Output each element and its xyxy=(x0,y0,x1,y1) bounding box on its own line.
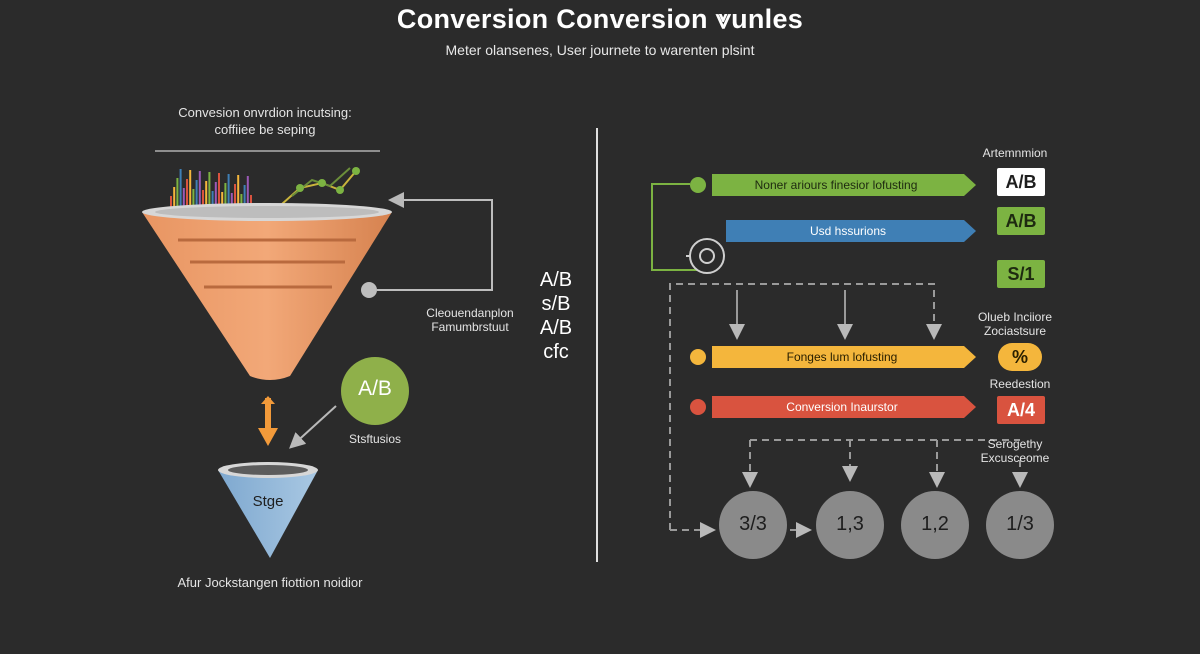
mini-bar xyxy=(240,194,243,208)
mini-bar xyxy=(214,182,217,208)
side-note: Cleouendanplon Famumbrstuut xyxy=(410,306,530,334)
mini-bar xyxy=(202,190,204,208)
mini-bar-chart xyxy=(170,169,252,208)
badge-2: A/B xyxy=(997,207,1045,235)
badge-4: % xyxy=(998,343,1042,371)
mini-bar xyxy=(208,172,211,208)
side-note-line2: Famumbrstuut xyxy=(431,320,509,334)
seg-label-line2: Excusceome xyxy=(980,451,1050,465)
middle-stack: A/B s/B A/B cfc xyxy=(520,268,592,364)
middle-stack-item: A/B xyxy=(539,317,573,339)
mini-bar xyxy=(246,176,249,208)
mini-bar xyxy=(198,171,201,208)
mini-bar xyxy=(192,189,195,208)
middle-stack-item: A/B xyxy=(539,269,573,291)
chart-caption-line2: coffiiee be seping xyxy=(214,122,316,137)
mini-bar xyxy=(176,178,179,208)
stage-arrow xyxy=(712,174,976,196)
mini-bar xyxy=(224,183,227,208)
mini-bar xyxy=(230,193,233,208)
result-circle-3 xyxy=(901,491,969,559)
badge-3: S/1 xyxy=(997,260,1045,288)
top-label: Artemnmion xyxy=(982,146,1048,160)
middle-stack-item: s/B xyxy=(541,293,571,315)
stage-arrow xyxy=(712,396,976,418)
middle-stack-item: cfc xyxy=(543,341,569,363)
chart-caption-line1: Convesion onvrdion incutsing: xyxy=(178,105,352,120)
stage-arrows xyxy=(690,174,976,418)
mini-bar xyxy=(221,192,224,208)
page-title: Conversion Conversion ⩔unles xyxy=(396,4,804,34)
left-footer: Afur Jockstangen fiottion noidior xyxy=(177,575,363,590)
mini-bar xyxy=(237,175,240,208)
mini-bar xyxy=(218,173,220,208)
small-funnel-label: Stge xyxy=(252,493,284,510)
mini-bar xyxy=(170,196,172,208)
badge-1: A/B xyxy=(997,168,1045,196)
circle-label-1: 3/3 xyxy=(739,513,767,535)
mini-bar xyxy=(182,188,185,208)
chart-caption: Convesion onvrdion incutsing: coffiiee b… xyxy=(150,104,380,138)
stage-dot xyxy=(690,399,706,415)
mini-bar xyxy=(205,181,208,208)
circle-label-3: 1,2 xyxy=(921,513,949,535)
mini-bar xyxy=(250,195,252,208)
mini-bar xyxy=(243,185,246,208)
circle-label-2: 1,3 xyxy=(836,513,864,535)
stage-label-4: Conversion Inaurstor xyxy=(786,400,898,414)
ab-circle-label: Stsftusios xyxy=(348,432,402,446)
seg-label: Serogethy Excusceome xyxy=(960,437,1070,465)
mid-label-line1: Olueb Inciiore xyxy=(977,310,1053,324)
stage-dot xyxy=(690,349,706,365)
stage-arrow xyxy=(712,346,976,368)
feedback-arrow xyxy=(361,192,493,298)
mid-label: Olueb Inciiore Zociastsure xyxy=(960,310,1070,338)
result-circle-2 xyxy=(816,491,884,559)
mini-line-chart xyxy=(281,167,360,205)
badge-5: A/4 xyxy=(997,396,1045,424)
circle-label-4: 1/3 xyxy=(1006,513,1034,535)
ab-circle-text: A/B xyxy=(358,377,392,400)
stage-arrow xyxy=(726,220,976,242)
page-subtitle: Meter olansenes, User journete to warent… xyxy=(445,42,755,58)
mid-label-line2: Zociastsure xyxy=(983,324,1047,338)
mini-bar xyxy=(227,174,230,208)
result-circle-4 xyxy=(986,491,1054,559)
mini-bar xyxy=(189,170,192,208)
mini-bar xyxy=(173,187,176,208)
mini-bar xyxy=(186,179,188,208)
ab-circle xyxy=(341,357,409,425)
side-note-line1: Cleouendanplon xyxy=(426,306,514,320)
stage-label-3: Fonges lum lofusting xyxy=(786,350,898,364)
circle-to-funnel-arrow xyxy=(289,405,337,449)
stage-label-1: Noner ariours finesior lofusting xyxy=(754,178,918,192)
mini-bar xyxy=(179,169,182,208)
redestion-label: Reedestion xyxy=(989,377,1051,391)
stage-dot xyxy=(690,177,706,193)
seg-label-line1: Serogethy xyxy=(987,437,1043,451)
right-connectors xyxy=(651,183,1028,538)
stage-label-2: Usd hssurions xyxy=(809,224,887,238)
main-funnel xyxy=(142,203,392,380)
small-funnel xyxy=(218,462,318,558)
mini-bar xyxy=(211,191,214,208)
orange-down-arrow xyxy=(258,396,278,446)
mini-bar xyxy=(195,180,198,208)
result-circle-1 xyxy=(719,491,787,559)
mini-bar xyxy=(234,184,236,208)
